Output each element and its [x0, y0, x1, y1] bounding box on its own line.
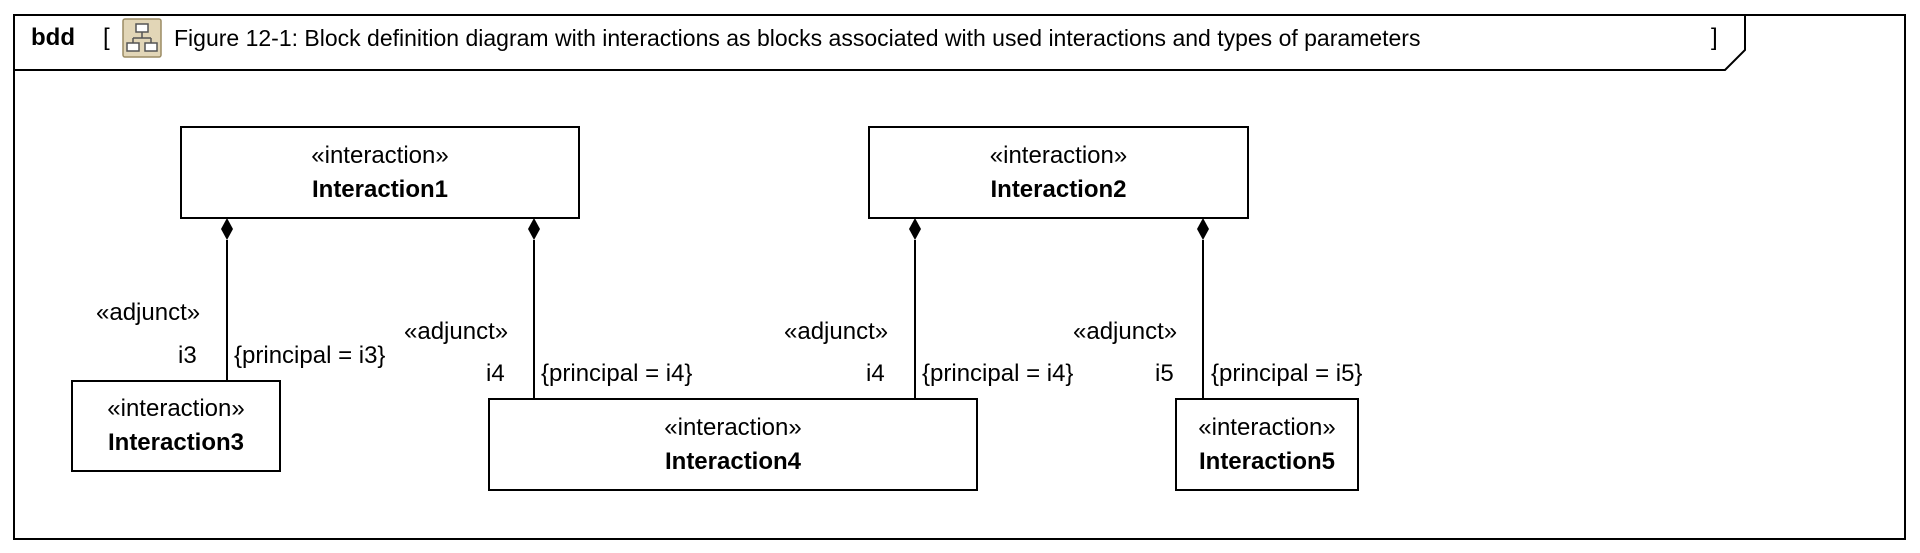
block-name: Interaction5: [1198, 447, 1336, 475]
association-stereotype: «adjunct»: [1073, 318, 1178, 345]
block-stereotype: «interaction»: [1198, 413, 1336, 441]
association-role: i4: [866, 360, 885, 387]
block-interaction1[interactable]: «interaction» Interaction1: [180, 126, 580, 219]
association-stereotype: «adjunct»: [96, 299, 201, 326]
association-constraint: {principal = i4}: [922, 360, 1074, 387]
association-constraint: {principal = i3}: [234, 342, 386, 369]
diagram-title: Figure 12-1: Block definition diagram wi…: [174, 24, 1421, 51]
block-stereotype: «interaction»: [311, 141, 449, 169]
association-constraint: {principal = i5}: [1211, 360, 1363, 387]
block-interaction4[interactable]: «interaction» Interaction4: [488, 398, 978, 491]
block-interaction3[interactable]: «interaction» Interaction3: [71, 380, 281, 472]
title-close-bracket: ]: [1711, 24, 1718, 51]
association-constraint: {principal = i4}: [541, 360, 693, 387]
block-interaction2[interactable]: «interaction» Interaction2: [868, 126, 1249, 219]
block-interaction5[interactable]: «interaction» Interaction5: [1175, 398, 1359, 491]
block-stereotype: «interaction»: [664, 413, 802, 441]
block-stereotype: «interaction»: [107, 395, 245, 422]
association-role: i5: [1155, 360, 1174, 387]
block-name: Interaction4: [664, 447, 802, 475]
block-name: Interaction3: [107, 429, 245, 456]
association-role: i4: [486, 360, 505, 387]
block-diagram-icon: [122, 18, 162, 58]
block-name: Interaction1: [311, 175, 449, 203]
block-stereotype: «interaction»: [989, 141, 1128, 169]
association-stereotype: «adjunct»: [404, 318, 509, 345]
association-role: i3: [178, 342, 197, 369]
association-stereotype: «adjunct»: [784, 318, 889, 345]
block-name: Interaction2: [990, 175, 1127, 203]
title-open-bracket: [: [103, 24, 110, 51]
diagram-kind: bdd: [31, 24, 75, 51]
